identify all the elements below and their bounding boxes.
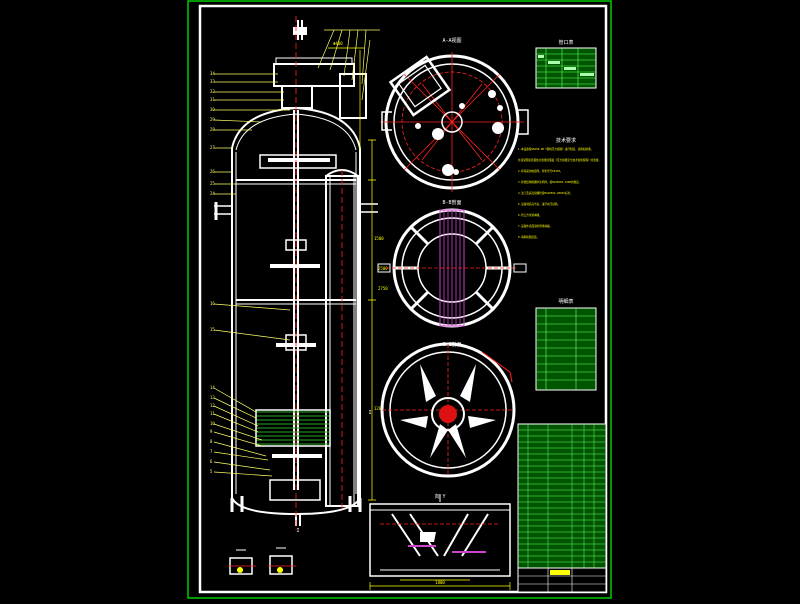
svg-text:29: 29 (210, 117, 215, 122)
svg-text:10: 10 (210, 421, 215, 426)
svg-text:24: 24 (210, 191, 215, 196)
section-b-label: B-B剖面 (442, 199, 461, 206)
svg-text:Φ400: Φ400 (333, 41, 343, 46)
drawing-frame (187, 0, 612, 599)
svg-text:1500: 1500 (374, 236, 384, 241)
dimension-lines (328, 47, 376, 501)
requirement-line: 1.本设备按GB150-98《钢制压力容器》进行制造、试验和验收， (518, 147, 593, 151)
requirement-line: 7.设备外表面涂防锈漆两遍。 (518, 224, 552, 228)
leader-numbers-left: 34 33 32 31 30 29 28 27 26 25 24 16 15 14 13 12 11 10 9 8 7 6… (210, 71, 215, 474)
svg-text:16: 16 (210, 301, 215, 306)
nozzle-table-title: 管口表 (558, 39, 573, 46)
requirement-line: 5.设备制造完毕后，进行水压试验。 (518, 202, 560, 206)
detail-mark: I (296, 528, 299, 534)
requirement-line: 2.焊接采用电弧焊，焊条型号E4303。 (518, 169, 563, 173)
svg-text:7: 7 (210, 449, 213, 454)
svg-text:25: 25 (210, 181, 215, 186)
svg-text:27: 27 (210, 145, 215, 150)
svg-text:33: 33 (210, 79, 215, 84)
svg-text:15: 15 (210, 327, 215, 332)
packing-tubes (256, 411, 330, 445)
section-c-view (380, 342, 516, 478)
dimension-text: 1500 1200 Φ400 2500 2750 (333, 41, 388, 411)
side-mark: I (368, 410, 371, 416)
svg-text:2750: 2750 (378, 286, 388, 291)
svg-text:6: 6 (210, 459, 213, 464)
requirements-title: 技术要求 (556, 137, 576, 144)
svg-text:12: 12 (210, 403, 215, 408)
svg-text:28: 28 (210, 127, 215, 132)
svg-text:9: 9 (210, 429, 213, 434)
section-c-label: C-C剖面 (442, 341, 461, 348)
leader-lines-left (213, 73, 291, 477)
top-view (380, 52, 529, 192)
requirements-text: 1.本设备按GB150-98《钢制压力容器》进行制造、试验和验收， 并接受国家质量… (518, 147, 601, 239)
svg-text:1200: 1200 (374, 406, 384, 411)
top-view-label: A-A视图 (442, 37, 461, 44)
svg-text:13: 13 (210, 395, 215, 400)
base-view: 1800 (369, 494, 511, 590)
requirement-line: 并接受国家质量技术监督局颁发《压力容器安全技术监察规程》的监督。 (518, 158, 601, 162)
leader-lines-top (317, 29, 380, 101)
requirement-line: 8.填料按图安装。 (518, 235, 539, 239)
svg-text:8: 8 (210, 439, 213, 444)
svg-text:26: 26 (210, 169, 215, 174)
requirement-line: 4.法兰及其连接螺栓按HG20592-20635标准。 (518, 191, 573, 195)
svg-text:5: 5 (210, 469, 213, 474)
svg-text:2500: 2500 (378, 266, 388, 271)
svg-text:31: 31 (210, 97, 215, 102)
requirement-line: 3.焊缝结构除图中注明外，按HG20583-1998的规定。 (518, 180, 581, 184)
svg-text:1800: 1800 (435, 580, 445, 585)
svg-text:14: 14 (210, 385, 215, 390)
nozzle-table (535, 47, 597, 89)
svg-text:32: 32 (210, 89, 215, 94)
parts-table-title: 明细表 (558, 298, 573, 305)
requirement-line: 6.管口方位按本图。 (518, 213, 542, 217)
section-b-view (377, 208, 527, 328)
svg-text:34: 34 (210, 71, 215, 76)
svg-text:11: 11 (210, 411, 215, 416)
base-view-label: 向 Y (434, 493, 445, 500)
parts-table (535, 307, 597, 391)
centerlines (295, 16, 343, 530)
vessel-elevation (214, 20, 378, 526)
bom-table (517, 423, 607, 593)
svg-text:30: 30 (210, 107, 215, 112)
detail-views (228, 547, 296, 575)
